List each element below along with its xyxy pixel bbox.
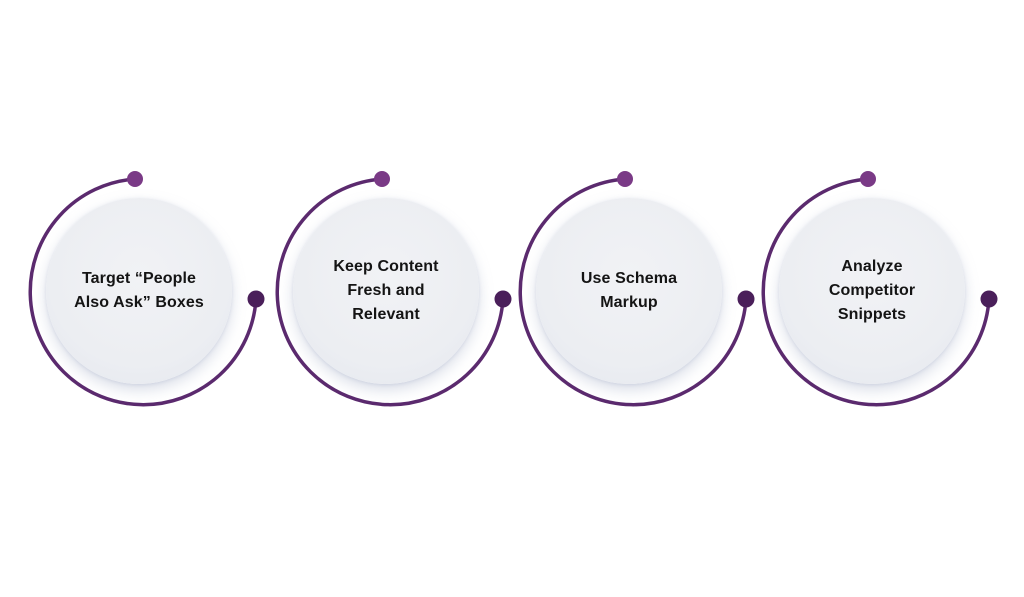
step-1: Target “People Also Ask” Boxes bbox=[24, 170, 265, 410]
ring-arc bbox=[275, 177, 505, 407]
step-label: Use Schema Markup bbox=[580, 270, 678, 311]
step-label: Keep Content Fresh and Relevant bbox=[333, 258, 439, 323]
step-3: Use Schema Markup bbox=[514, 170, 755, 410]
step-ring bbox=[28, 171, 265, 407]
arc-start-dot bbox=[860, 171, 876, 187]
arc-end-dot bbox=[247, 290, 265, 308]
step-4: Analyze Competitor Snippets bbox=[757, 170, 998, 410]
ring-arc bbox=[518, 177, 748, 407]
step-label: Analyze Competitor Snippets bbox=[828, 258, 916, 323]
ring-arc bbox=[761, 177, 991, 407]
step-ring bbox=[761, 171, 998, 407]
step-ring bbox=[518, 171, 755, 407]
arc-end-dot bbox=[980, 290, 998, 308]
ring-arc bbox=[28, 177, 258, 407]
step-disc: Target “People Also Ask” Boxes bbox=[46, 198, 232, 384]
arc-end-dot bbox=[494, 290, 512, 308]
step-disc: Keep Content Fresh and Relevant bbox=[293, 198, 479, 384]
step-label: Target “People Also Ask” Boxes bbox=[74, 270, 204, 311]
arc-start-dot bbox=[617, 171, 633, 187]
arc-start-dot bbox=[127, 171, 143, 187]
step-disc: Analyze Competitor Snippets bbox=[779, 198, 965, 384]
step-ring bbox=[275, 171, 512, 407]
step-2: Keep Content Fresh and Relevant bbox=[271, 170, 512, 410]
arc-end-dot bbox=[737, 290, 755, 308]
step-disc: Use Schema Markup bbox=[536, 198, 722, 384]
arc-start-dot bbox=[374, 171, 390, 187]
